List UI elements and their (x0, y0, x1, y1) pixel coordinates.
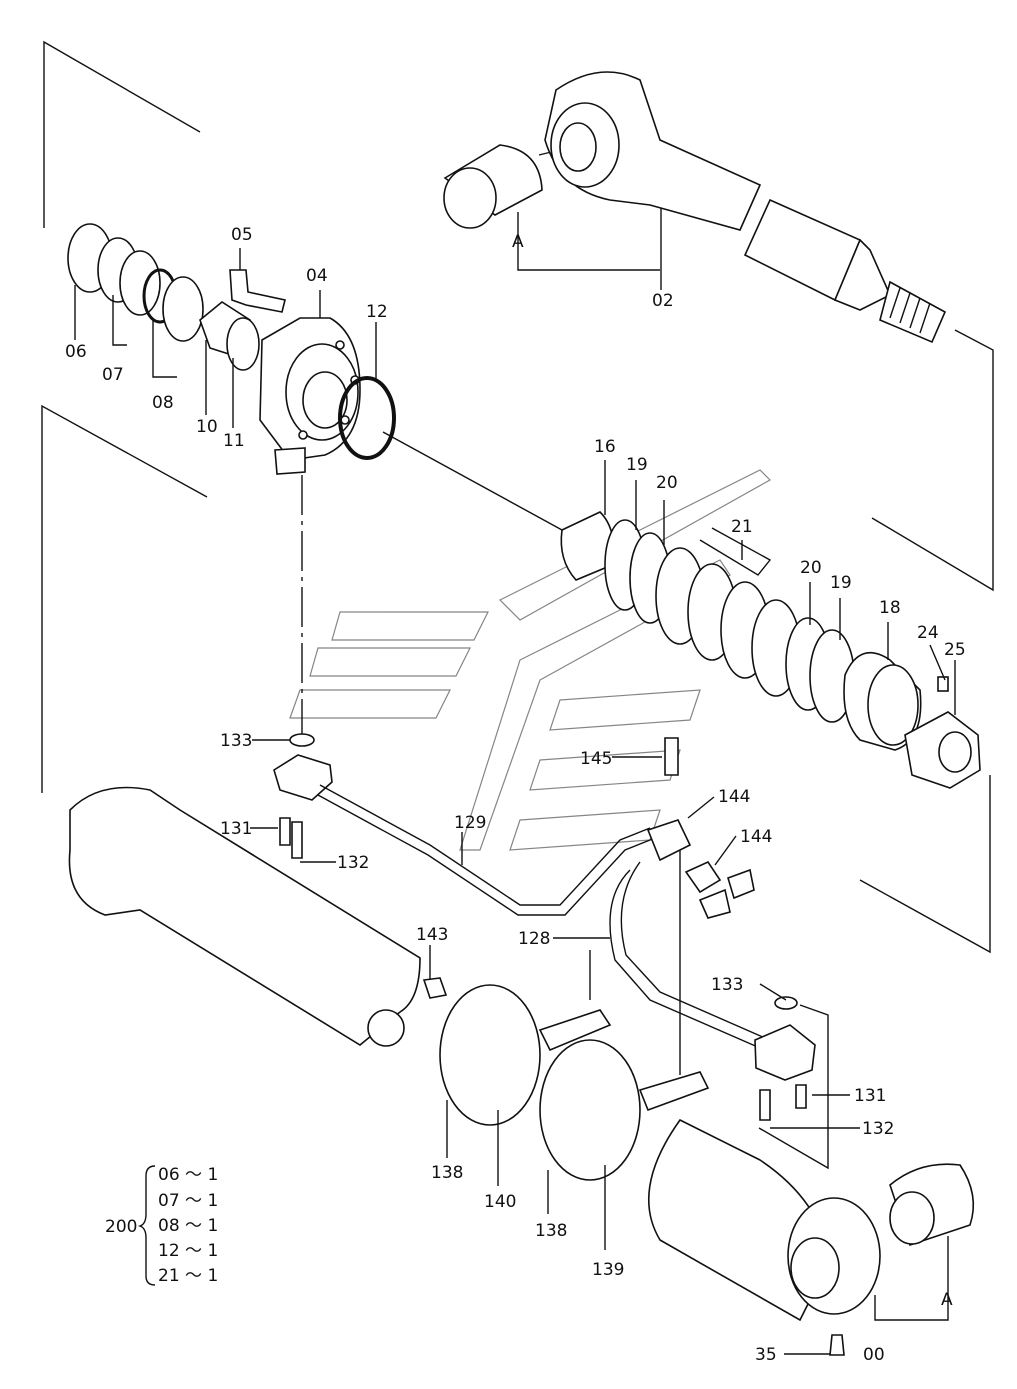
label-19-b: 19 (830, 573, 852, 593)
seal-kit-legend: 200 06 ～ 1 07 ～ 1 08 ～ 1 12 ～ 1 21 ～ 1 (105, 1165, 218, 1286)
label-132-b: 132 (862, 1119, 894, 1139)
label-12: 12 (366, 302, 388, 322)
label-A-top: A (512, 232, 524, 252)
label-25: 25 (944, 640, 966, 660)
kit-line-5: 21 ～ 1 (158, 1266, 218, 1286)
label-00: 00 (863, 1345, 885, 1365)
kit-line-3: 08 ～ 1 (158, 1216, 218, 1236)
label-131-b: 131 (854, 1086, 886, 1106)
piston-assembly (560, 511, 981, 789)
cylinder-tube (68, 786, 975, 1356)
label-128: 128 (518, 929, 550, 949)
label-callouts (74, 248, 956, 1355)
label-138-a: 138 (431, 1163, 463, 1183)
label-A-bottom: A (941, 1290, 953, 1310)
label-129: 129 (454, 813, 486, 833)
label-139: 139 (592, 1260, 624, 1280)
label-132-a: 132 (337, 853, 369, 873)
kit-line-1: 06 ～ 1 (158, 1165, 218, 1185)
label-16: 16 (594, 437, 616, 457)
label-21: 21 (731, 517, 753, 537)
watermark-logo (289, 469, 771, 851)
label-05: 05 (231, 225, 253, 245)
pipe-clamps (279, 737, 807, 1181)
label-140: 140 (484, 1192, 516, 1212)
label-143: 143 (416, 925, 448, 945)
label-133-a: 133 (220, 731, 252, 751)
label-10: 10 (196, 417, 218, 437)
label-138-b: 138 (535, 1221, 567, 1241)
label-18: 18 (879, 598, 901, 618)
label-20-b: 20 (800, 558, 822, 578)
label-144-b: 144 (740, 827, 772, 847)
label-145: 145 (580, 749, 612, 769)
head-seals (67, 223, 396, 460)
label-131-a: 131 (220, 819, 252, 839)
piston-rod (443, 71, 947, 344)
cylinder-head (229, 269, 361, 475)
rod-thread (889, 287, 931, 334)
label-07: 07 (102, 365, 124, 385)
label-133-b: 133 (711, 975, 743, 995)
kit-number: 200 (105, 1217, 137, 1237)
label-08: 08 (152, 393, 174, 413)
label-144-a: 144 (718, 787, 750, 807)
hydraulic-pipes (273, 733, 816, 1081)
label-35: 35 (755, 1345, 777, 1365)
label-02: 02 (652, 291, 674, 311)
label-19-a: 19 (626, 455, 648, 475)
label-04: 04 (306, 266, 328, 286)
kit-line-4: 12 ～ 1 (158, 1241, 218, 1261)
kit-line-2: 07 ～ 1 (158, 1191, 218, 1211)
part-labels: 06 07 08 10 11 05 04 12 A 02 16 19 20 21… (65, 225, 966, 1365)
label-06: 06 (65, 342, 87, 362)
label-24: 24 (917, 623, 939, 643)
label-11: 11 (223, 431, 245, 451)
label-20-a: 20 (656, 473, 678, 493)
